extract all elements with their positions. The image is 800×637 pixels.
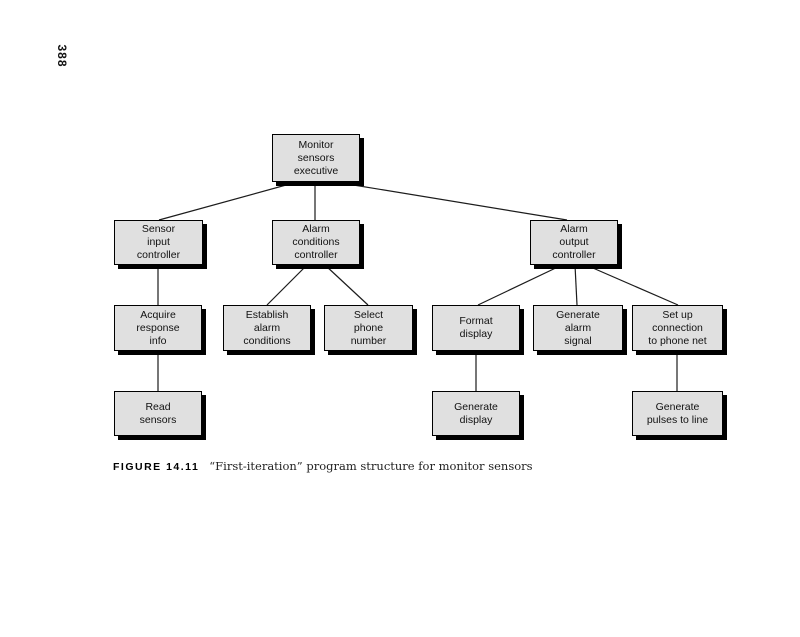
- node-sensor-input-controller: Sensor input controller: [114, 220, 203, 265]
- figure-caption-label: FIGURE 14.11: [113, 461, 200, 473]
- node-monitor-sensors-executive: Monitor sensors executive: [272, 134, 360, 182]
- node-generate-alarm-signal: Generate alarm signal: [533, 305, 623, 351]
- node-acquire-response-info: Acquire response info: [114, 305, 202, 351]
- node-generate-pulses-to-line: Generate pulses to line: [632, 391, 723, 436]
- node-select-phone-number: Select phone number: [324, 305, 413, 351]
- figure-caption: FIGURE 14.11 “First-iteration” program st…: [113, 457, 713, 475]
- node-format-display: Format display: [432, 305, 520, 351]
- connector-output-to-setup: [585, 264, 679, 306]
- connector-output-to-generate-alarm: [574, 264, 578, 306]
- node-alarm-output-controller: Alarm output controller: [530, 220, 618, 265]
- node-set-up-connection-to-phone-net: Set up connection to phone net: [632, 305, 723, 351]
- node-read-sensors: Read sensors: [114, 391, 202, 436]
- node-alarm-conditions-controller: Alarm conditions controller: [272, 220, 360, 265]
- node-generate-display: Generate display: [432, 391, 520, 436]
- figure-caption-text: “First-iteration” program structure for …: [209, 459, 533, 473]
- node-establish-alarm-conditions: Establish alarm conditions: [223, 305, 311, 351]
- connector-exec-to-sensor-input: [158, 181, 298, 221]
- page-number: 388: [55, 44, 69, 68]
- connector-exec-to-alarm-output: [334, 181, 568, 221]
- connector-conditions-to-establish: [266, 264, 308, 306]
- connector-output-to-format: [477, 264, 563, 306]
- connector-conditions-to-select: [324, 264, 369, 306]
